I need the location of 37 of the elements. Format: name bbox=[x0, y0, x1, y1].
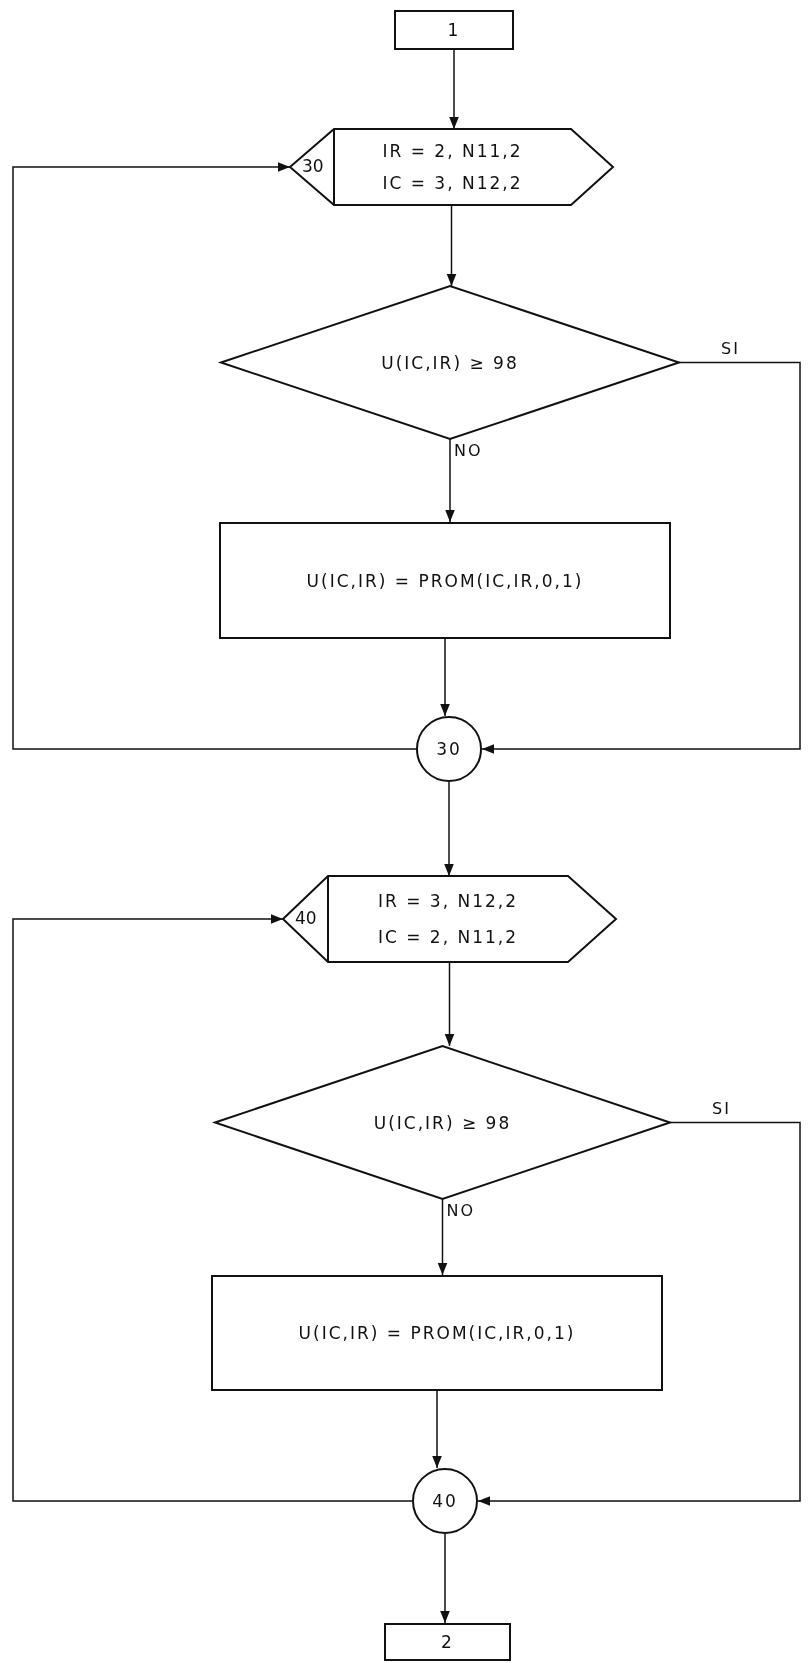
arrow bbox=[444, 961, 455, 1047]
arrow bbox=[481, 361, 801, 754]
process-text: 1 bbox=[447, 20, 461, 40]
condition-text: U(IC,IR) ≥ 98 bbox=[381, 352, 519, 373]
process-text: U(IC,IR) = PROM(IC,IR,0,1) bbox=[298, 1323, 576, 1343]
arrow bbox=[12, 162, 417, 750]
arrow bbox=[446, 204, 457, 287]
process-box bbox=[384, 1623, 511, 1661]
arrow bbox=[477, 1121, 801, 1506]
loop-hexagon bbox=[283, 876, 616, 962]
arrow bbox=[432, 1390, 442, 1469]
connector-circle bbox=[416, 716, 482, 782]
arrow bbox=[445, 438, 455, 523]
loop-hexagon bbox=[290, 129, 613, 205]
decision-diamond bbox=[221, 286, 679, 439]
process-box bbox=[211, 1275, 663, 1391]
process-box bbox=[219, 522, 671, 639]
process-text: U(IC,IR) = PROM(IC,IR,0,1) bbox=[306, 570, 584, 591]
loop-range-text: IR = 2, N11,2 bbox=[382, 141, 523, 161]
process-box bbox=[394, 10, 514, 50]
arrow bbox=[12, 914, 413, 1502]
loop-label: 40 bbox=[295, 908, 317, 928]
process-text: 2 bbox=[441, 1632, 454, 1652]
loop-label: 30 bbox=[302, 156, 324, 176]
arrow bbox=[440, 1533, 450, 1624]
decision-diamond bbox=[215, 1046, 670, 1199]
condition-text: U(IC,IR) ≥ 98 bbox=[373, 1112, 512, 1133]
connector-circle bbox=[412, 1468, 478, 1534]
connector-label: 30 bbox=[436, 739, 462, 759]
loop-range-text: IR = 3, N12,2 bbox=[377, 891, 519, 912]
connector-label: 40 bbox=[432, 1491, 458, 1511]
loop-range-text: IC = 2, N11,2 bbox=[377, 926, 519, 947]
arrow bbox=[449, 49, 459, 130]
loop-range-text: IC = 3, N12,2 bbox=[382, 173, 523, 193]
arrow bbox=[437, 1198, 448, 1276]
arrow bbox=[444, 781, 454, 877]
arrow bbox=[440, 638, 450, 717]
